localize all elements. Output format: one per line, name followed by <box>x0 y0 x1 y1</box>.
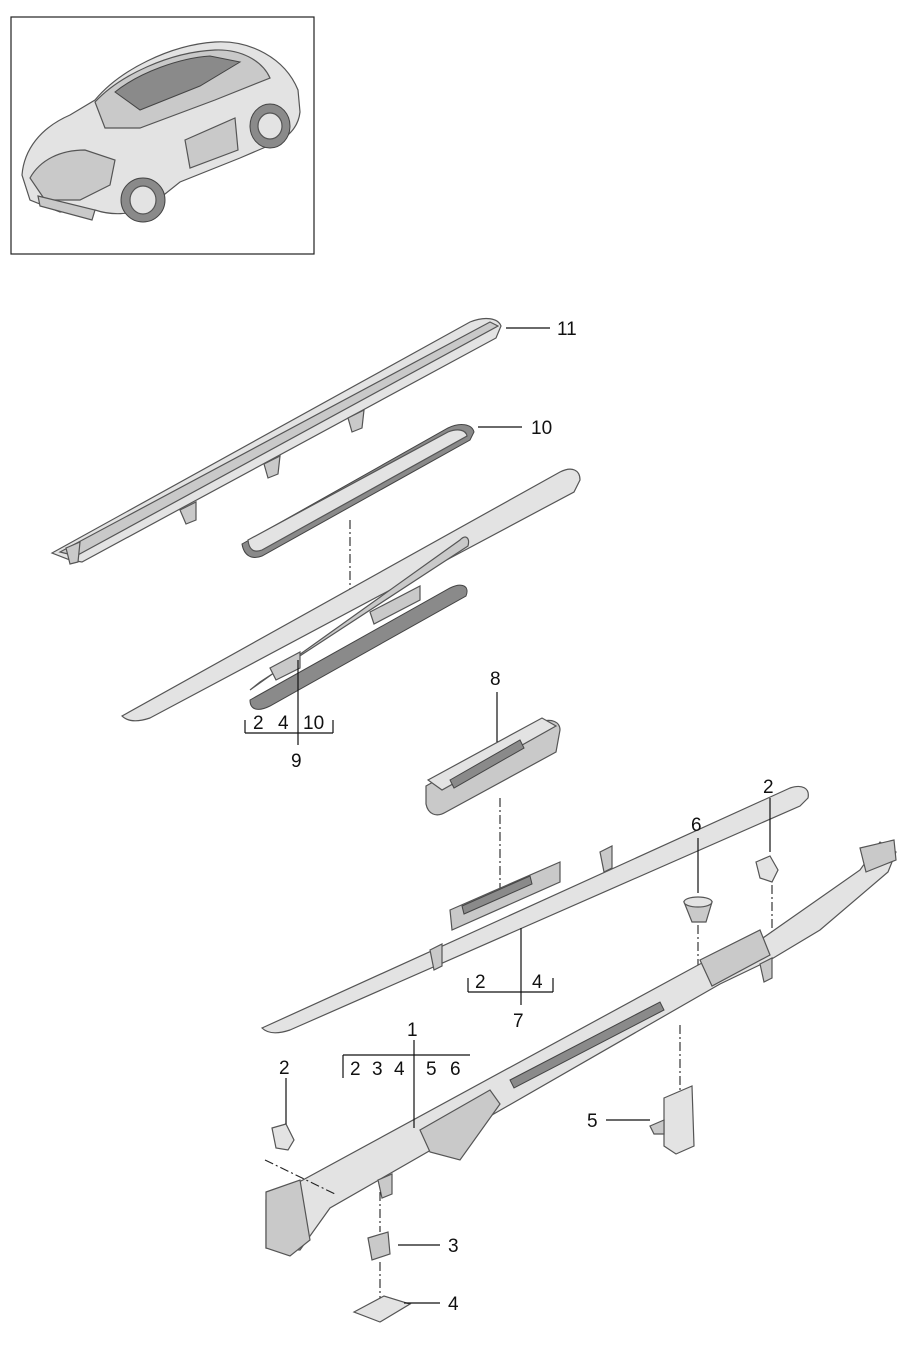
callout-3: 3 <box>448 1236 459 1257</box>
group9-item-0: 2 <box>253 713 264 734</box>
part-7-trim <box>260 785 809 1034</box>
part-8-module <box>425 717 561 816</box>
group1-item-2: 4 <box>394 1059 405 1080</box>
group1-item-4: 6 <box>450 1059 461 1080</box>
group7-item-1: 4 <box>532 972 543 993</box>
callout-2-right: 2 <box>763 777 774 798</box>
group1-item-1: 3 <box>372 1059 383 1080</box>
callout-7: 7 <box>513 1011 524 1032</box>
part-2-clip-right <box>755 855 779 883</box>
part-2-clip-left <box>271 1123 295 1151</box>
callout-6: 5 <box>587 1111 598 1132</box>
callout-10: 10 <box>531 418 552 439</box>
part-5-grommet <box>683 896 713 923</box>
group1-item-0: 2 <box>350 1059 361 1080</box>
part-6-bracket <box>649 1085 695 1155</box>
part-10-insert <box>241 424 475 558</box>
part-3-nut <box>367 1231 391 1261</box>
group1-item-3: 5 <box>426 1059 437 1080</box>
group7-item-0: 2 <box>475 972 486 993</box>
callout-4: 4 <box>448 1294 459 1315</box>
group9-item-2: 10 <box>303 713 324 734</box>
callout-9: 9 <box>291 751 302 772</box>
callout-2-left: 2 <box>279 1058 290 1079</box>
callout-8: 8 <box>490 669 501 690</box>
callout-5: 6 <box>691 815 702 836</box>
callout-1: 1 <box>407 1020 418 1041</box>
group9-item-1: 4 <box>278 713 289 734</box>
part-9-trim <box>121 468 581 722</box>
vehicle-thumbnail <box>10 16 315 255</box>
part-11-sill-cover <box>50 317 502 565</box>
part-4-plate <box>352 1295 412 1323</box>
callout-11: 11 <box>557 319 577 340</box>
part-1-carrier <box>265 839 897 1257</box>
